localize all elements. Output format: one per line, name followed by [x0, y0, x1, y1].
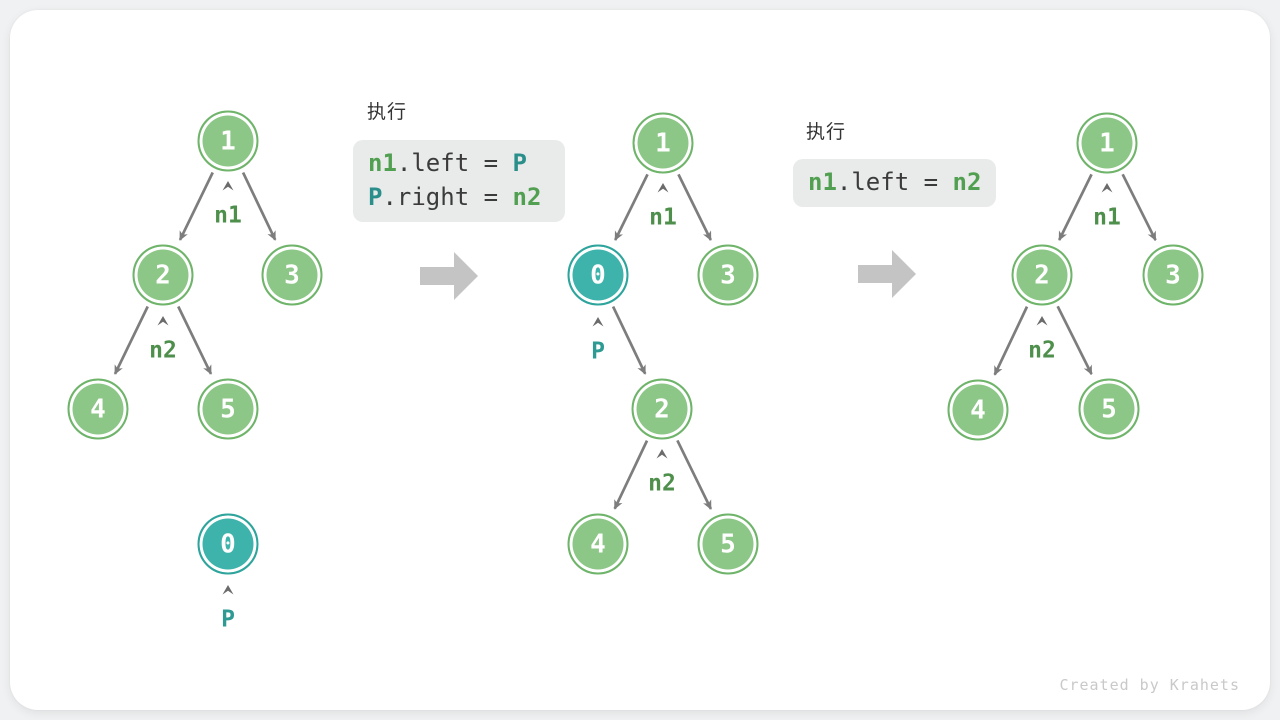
pointer-label-n2: n2	[648, 470, 676, 497]
pointer-caret-icon	[657, 183, 669, 193]
tree-edge	[177, 305, 213, 375]
node-value: 2	[1034, 260, 1050, 290]
tree-node-3: 3	[261, 244, 323, 306]
tree-node-0: 0	[197, 513, 259, 575]
tree-node-5: 5	[697, 513, 759, 575]
tree-edge	[1056, 305, 1093, 376]
pointer-caret-icon	[592, 317, 604, 327]
pointer-caret-icon	[656, 449, 668, 459]
watermark-credit: Created by Krahets	[1059, 676, 1240, 694]
tree-node-1: 1	[197, 110, 259, 172]
tree-node-4: 4	[947, 379, 1009, 441]
node-value: 3	[284, 260, 300, 290]
tree-node-4: 4	[67, 378, 129, 440]
tree-edge	[993, 306, 1029, 376]
node-value: 2	[155, 260, 171, 290]
tree-edge	[1121, 173, 1157, 242]
tree-node-1: 1	[632, 112, 694, 174]
tree-edge	[241, 172, 277, 241]
code-token: n2	[952, 168, 982, 196]
code-token: P	[512, 149, 527, 177]
tree-edge	[1058, 173, 1093, 241]
pointer-label-n1: n1	[649, 204, 677, 231]
node-value: 0	[590, 260, 606, 290]
tree-edge	[113, 305, 149, 375]
exec-heading-1: 执行	[367, 101, 408, 123]
node-value: 4	[970, 395, 986, 425]
code-token: P	[368, 183, 383, 211]
code-token: .left =	[396, 149, 513, 177]
code-token: n2	[512, 183, 542, 211]
code-token: n1	[808, 168, 837, 196]
code-line: n1.left = P	[368, 146, 551, 180]
tree-node-2: 2	[631, 378, 693, 440]
pointer-caret-icon	[157, 316, 169, 326]
code-token: n1	[368, 149, 397, 177]
pointer-caret-icon	[222, 585, 234, 595]
tree-node-2: 2	[132, 244, 194, 306]
transform-arrow-icon	[858, 250, 916, 298]
exec-heading-2: 执行	[806, 121, 847, 143]
tree-node-4: 4	[567, 513, 629, 575]
node-value: 3	[720, 260, 736, 290]
pointer-caret-icon	[1101, 183, 1113, 193]
tree-node-5: 5	[197, 378, 259, 440]
tree-edge	[676, 439, 713, 510]
pointer-label-n1: n1	[1093, 204, 1121, 231]
tree-edge	[611, 306, 647, 375]
tree-edge	[178, 171, 214, 241]
node-value: 5	[1101, 394, 1117, 424]
code-token: .left =	[836, 168, 953, 196]
tree-edge	[614, 173, 649, 241]
pointer-label-n1: n1	[214, 202, 242, 229]
node-value: 1	[655, 128, 671, 158]
tree-node-0: 0	[567, 244, 629, 306]
transform-arrow-icon	[420, 252, 478, 300]
node-value: 1	[1099, 128, 1115, 158]
node-value: 0	[220, 529, 236, 559]
pointer-label-P: P	[591, 338, 605, 365]
tree-node-3: 3	[697, 244, 759, 306]
node-value: 5	[220, 394, 236, 424]
code-token: .right =	[382, 183, 513, 211]
pointer-label-P: P	[221, 606, 235, 633]
pointer-label-n2: n2	[149, 337, 177, 364]
code-line: n1.left = n2	[808, 165, 982, 199]
tree-edge	[613, 440, 649, 510]
pointer-label-n2: n2	[1028, 337, 1056, 364]
tree-node-3: 3	[1142, 244, 1204, 306]
node-value: 1	[220, 126, 236, 156]
node-value: 3	[1165, 260, 1181, 290]
tree-edge	[677, 173, 712, 241]
tree-node-2: 2	[1011, 244, 1073, 306]
node-value: 4	[590, 529, 606, 559]
tree-node-1: 1	[1076, 112, 1138, 174]
tree-node-5: 5	[1078, 378, 1140, 440]
pointer-caret-icon	[222, 181, 234, 191]
code-line: P.right = n2	[368, 180, 551, 214]
node-value: 4	[90, 394, 106, 424]
pointer-caret-icon	[1036, 316, 1048, 326]
code-box-2: n1.left = n2	[793, 159, 996, 207]
node-value: 2	[654, 394, 670, 424]
node-value: 5	[720, 529, 736, 559]
